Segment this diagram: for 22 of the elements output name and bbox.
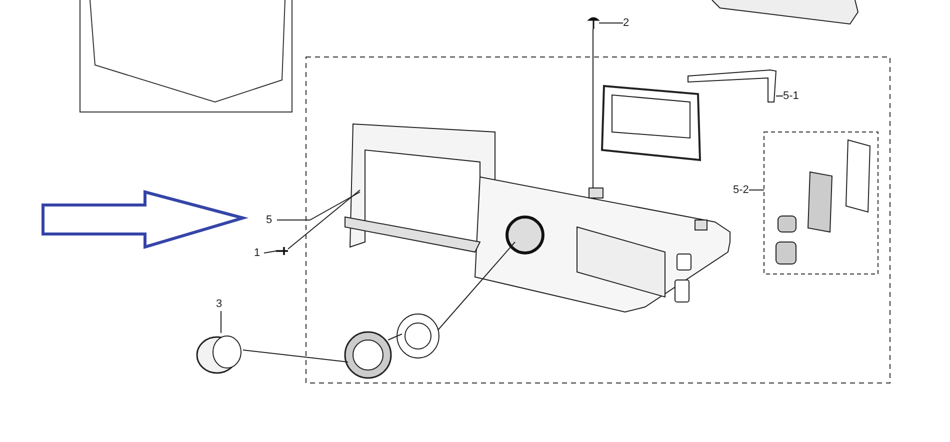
- leader-line: [276, 192, 360, 220]
- callout-number: 5: [266, 213, 272, 227]
- callout-number: 2: [623, 16, 630, 30]
- leader-line: [598, 22, 624, 24]
- leader-line: [220, 310, 222, 334]
- seal-ring-drawing: [343, 330, 393, 380]
- callout-number: 5-1: [783, 89, 799, 103]
- bracket-drawing: [686, 68, 778, 104]
- leader-line: [592, 28, 594, 188]
- callout-number: 3: [216, 297, 222, 311]
- leader-line: [288, 190, 360, 250]
- dashed-subassembly-box: [764, 132, 878, 274]
- leader-line: [438, 242, 516, 330]
- leader-line: [264, 250, 276, 254]
- leader-line: [242, 350, 348, 362]
- ring-drawing: [395, 313, 441, 359]
- callout-number: 5-2: [733, 183, 749, 197]
- screw-drawing: [276, 246, 288, 256]
- screw-drawing: [588, 17, 599, 29]
- callout-number: 1: [254, 246, 260, 260]
- control-panel-drawing: [345, 122, 730, 312]
- leader-line: [388, 334, 402, 340]
